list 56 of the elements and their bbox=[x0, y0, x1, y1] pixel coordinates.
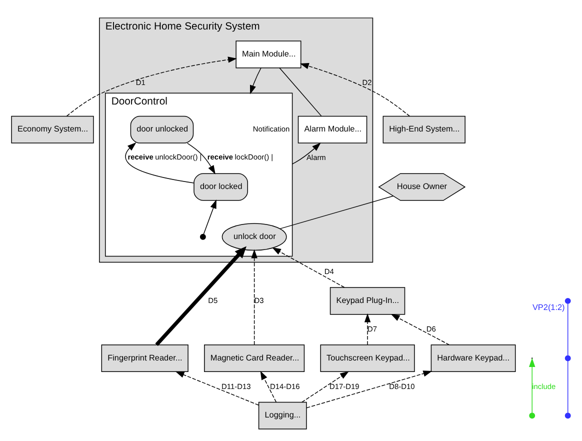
node-box: Keypad Plug-In... bbox=[330, 287, 406, 315]
node-ellipse: unlock door bbox=[222, 223, 287, 251]
edge-label: D7 bbox=[368, 324, 378, 334]
node-box: Hardware Keypad... bbox=[430, 344, 516, 372]
edge-label: D14-D16 bbox=[270, 382, 300, 391]
connector bbox=[567, 360, 568, 414]
node-box: Magnetic Card Reader... bbox=[204, 344, 305, 372]
edge-label: receive lockDoor() | bbox=[207, 152, 274, 162]
edge-label: Notification bbox=[252, 124, 290, 134]
node-box: High-End System... bbox=[382, 116, 466, 144]
node-box: Fingerprint Reader... bbox=[101, 344, 188, 372]
edge-label: D1 bbox=[136, 78, 146, 87]
node-box: Economy System... bbox=[11, 116, 94, 144]
arrow bbox=[306, 370, 432, 408]
node-circle bbox=[564, 412, 571, 419]
edge-label: Alarm bbox=[306, 153, 326, 162]
node-box: Logging... bbox=[258, 402, 307, 430]
edge-label: D4 bbox=[324, 267, 334, 276]
arrow bbox=[203, 200, 216, 235]
arrow bbox=[125, 142, 194, 184]
arrow bbox=[364, 313, 371, 346]
node-box: door unlocked bbox=[130, 116, 194, 144]
arrow bbox=[155, 246, 246, 346]
arrow bbox=[186, 142, 216, 174]
node-box: door locked bbox=[194, 173, 248, 201]
arrow bbox=[66, 56, 237, 116]
arrow bbox=[175, 371, 259, 406]
edge-label: D8-D10 bbox=[389, 382, 415, 391]
edge-label: include bbox=[532, 382, 556, 391]
arrow bbox=[251, 249, 258, 346]
arrow bbox=[300, 63, 410, 117]
connector bbox=[279, 68, 322, 116]
arrow bbox=[292, 142, 321, 164]
edge-label: D11-D13 bbox=[222, 382, 251, 391]
connector bbox=[280, 196, 394, 230]
arrow bbox=[302, 371, 349, 403]
node-box: Touchscreen Keypad... bbox=[320, 344, 415, 372]
edge-label: D2 bbox=[362, 78, 372, 87]
node-circle bbox=[529, 412, 536, 419]
edge-label: D5 bbox=[208, 296, 218, 305]
edge-label: receive unlockDoor() | bbox=[128, 152, 202, 162]
arrow bbox=[260, 370, 277, 403]
arrow bbox=[390, 314, 450, 346]
node-label: VP2(1:2) bbox=[532, 303, 565, 312]
edge-label: D3 bbox=[254, 296, 264, 305]
arrow bbox=[250, 68, 262, 94]
node-box: Main Module... bbox=[236, 40, 302, 68]
connector bbox=[567, 303, 568, 356]
node-circle bbox=[200, 234, 206, 240]
node-box: Alarm Module... bbox=[298, 116, 368, 144]
edge-label: D6 bbox=[426, 324, 436, 334]
node-circle bbox=[564, 298, 571, 304]
arrow bbox=[272, 247, 345, 288]
edge-label: D17-D19 bbox=[330, 382, 360, 391]
arrow bbox=[528, 358, 536, 414]
node-circle bbox=[564, 355, 571, 362]
